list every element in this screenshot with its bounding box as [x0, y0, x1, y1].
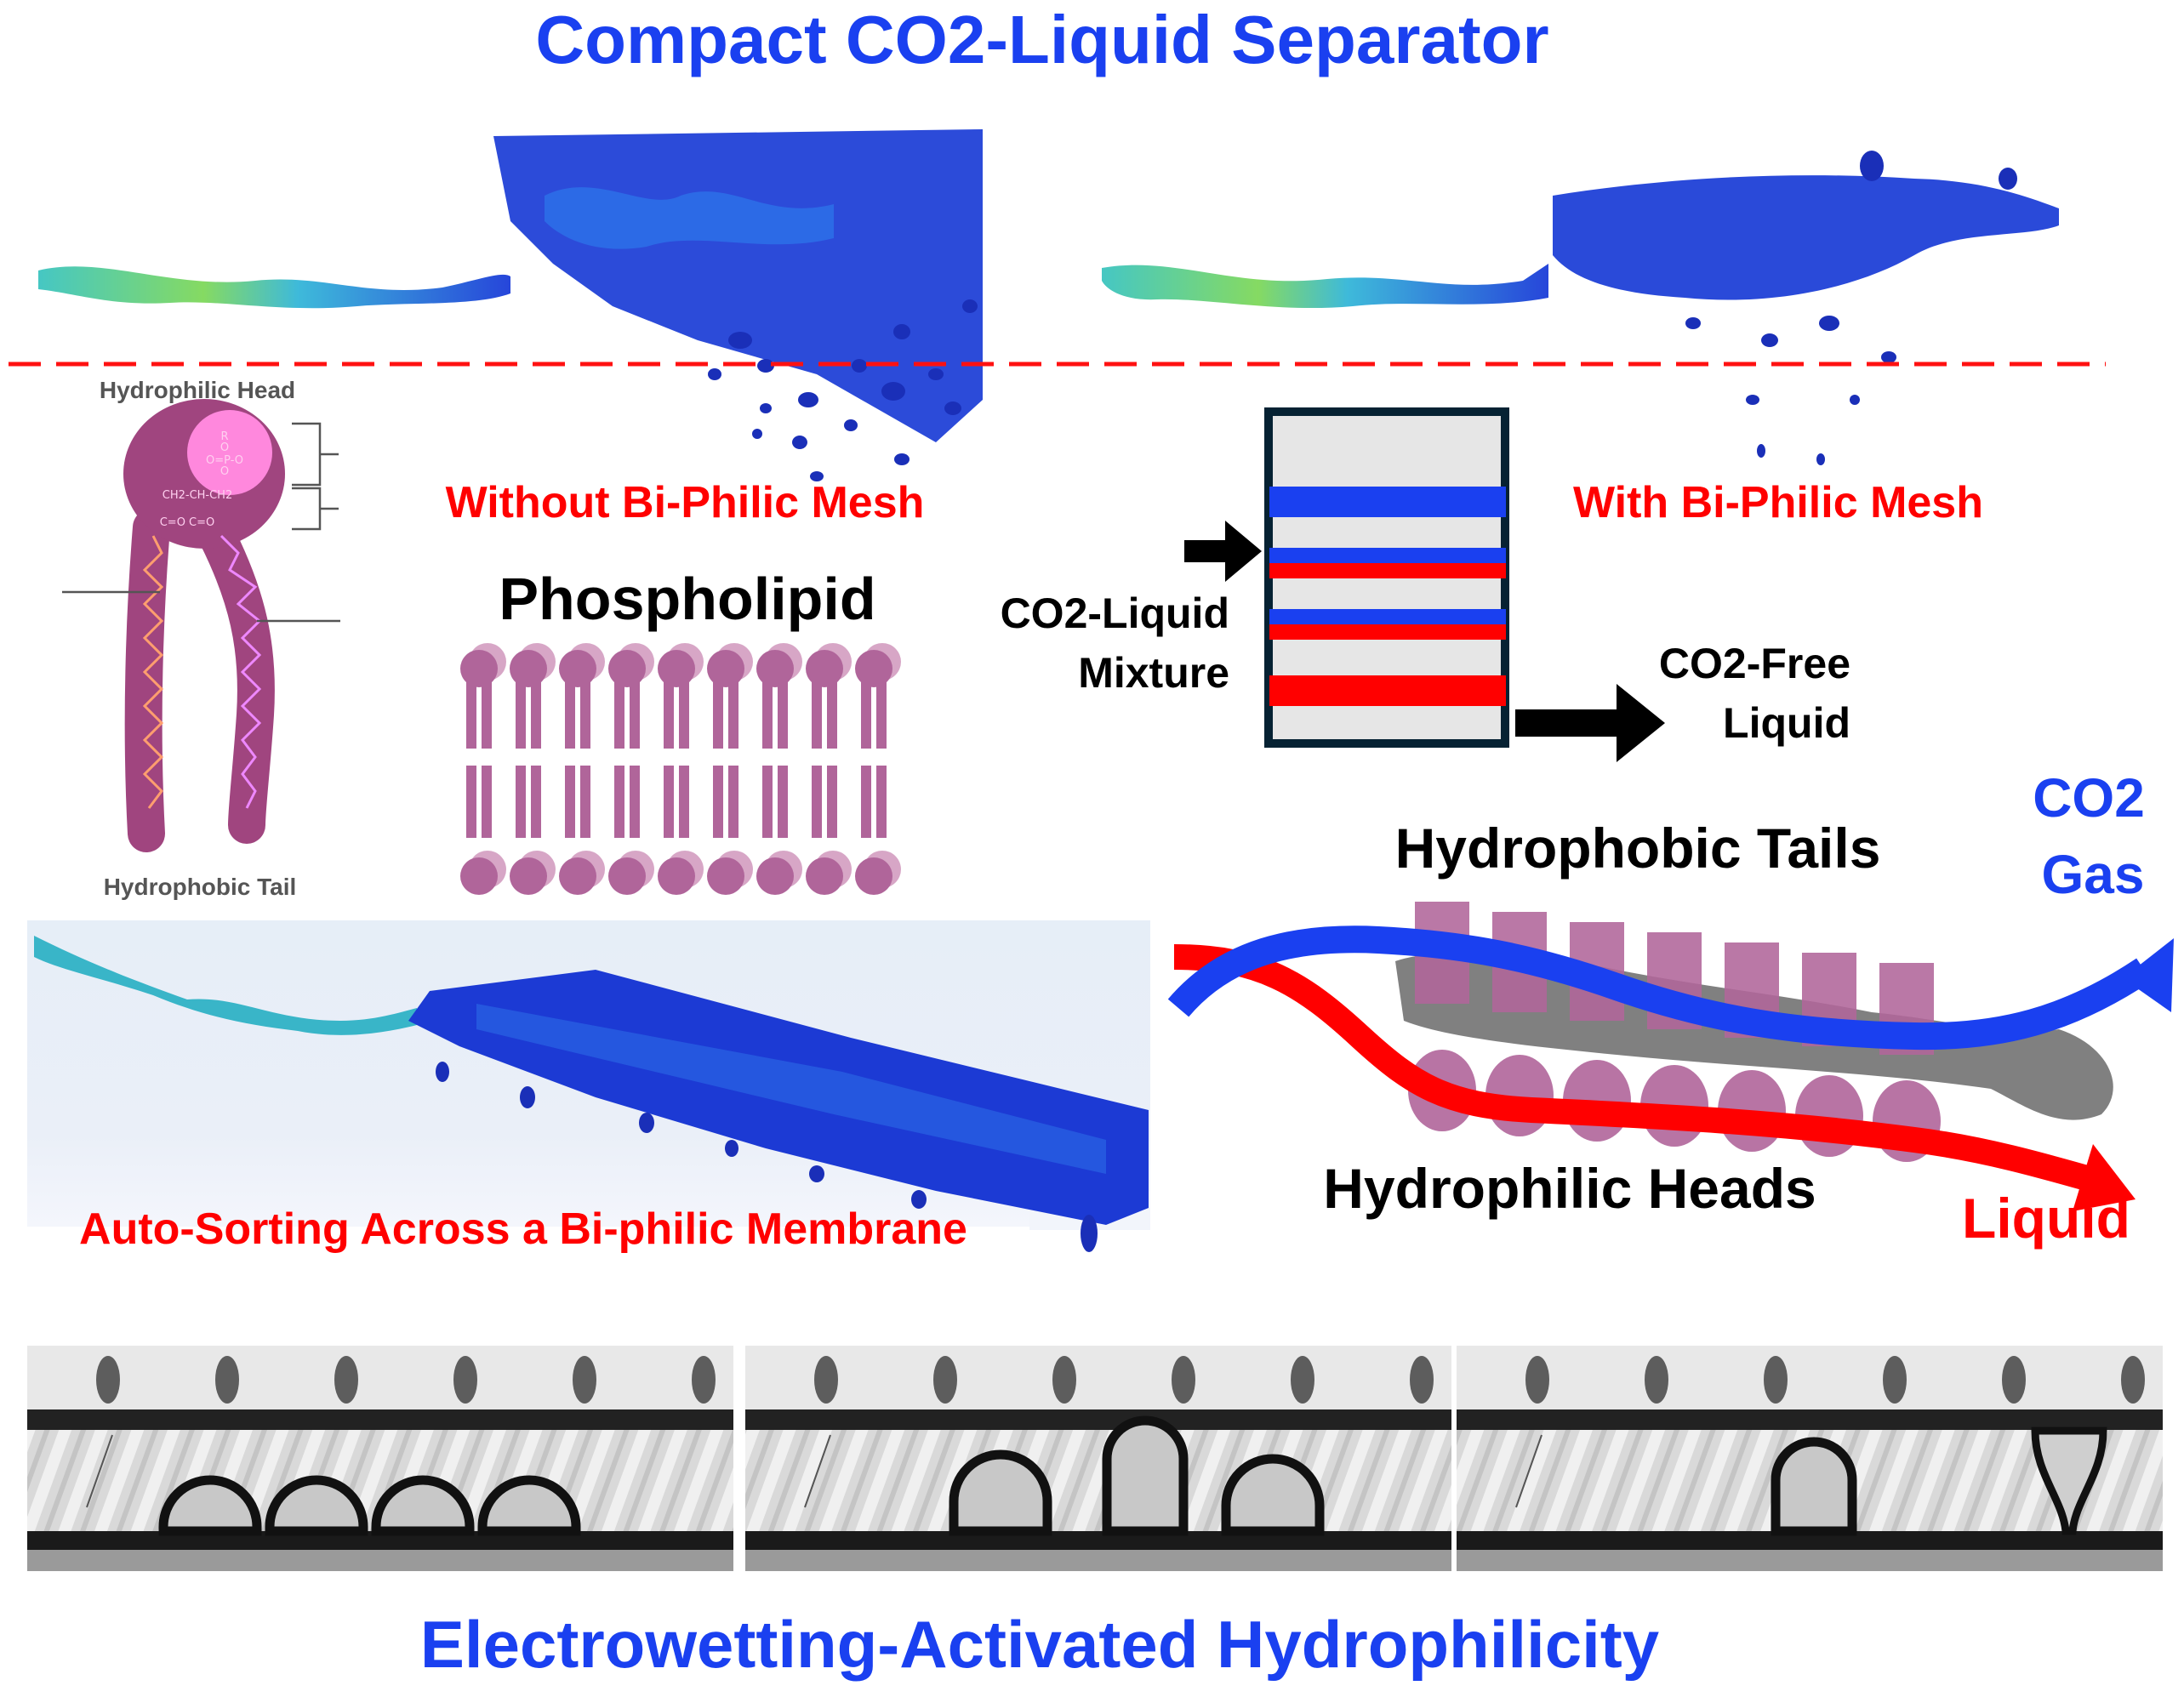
microscopy-panel — [1457, 1346, 2163, 1571]
formula-ester: C=O C=O — [160, 516, 215, 529]
mesh-layer-hydrophilic — [1269, 675, 1506, 706]
mesh-layer-biphilic-top — [1269, 609, 1506, 624]
liquid-label: Liquid — [1962, 1187, 2130, 1250]
bilayer-lipid — [510, 643, 556, 895]
bilayer-lipid — [608, 643, 654, 895]
co2-label: CO2 — [2033, 767, 2145, 829]
droplet — [265, 1475, 368, 1536]
mesh-layer-biphilic-bottom — [1269, 624, 1506, 640]
droplet-cluster — [708, 299, 978, 481]
outlet-arrow — [1515, 684, 1665, 762]
bracket-glycerol — [292, 487, 339, 531]
droplet — [477, 1475, 581, 1536]
formula-opo: O=P-O — [206, 454, 243, 467]
hydrophilic-head-label: Hydrophilic Head — [100, 377, 295, 403]
hydrophobic-tails-label: Hydrophobic Tails — [1395, 817, 1881, 880]
droplet — [1771, 1437, 1857, 1536]
phospholipid-label: Phospholipid — [499, 566, 875, 632]
mesh-layers — [1269, 487, 1506, 706]
mesh-layer-biphilic-top — [1269, 548, 1506, 563]
outlet-label-line2: Liquid — [1723, 699, 1850, 747]
formula-glycerol: CH2-CH-CH2 — [163, 489, 232, 502]
mesh-layer-biphilic-bottom — [1269, 563, 1506, 578]
bilayer-lipid — [460, 643, 506, 895]
phospholipid-molecule: Hydrophilic Head R O O=P-O O CH2-CH-CH2 … — [62, 377, 340, 900]
electrowetting-caption: Electrowetting-Activated Hydrophilicity — [420, 1607, 1659, 1682]
inlet-label-line1: CO2-Liquid — [1001, 589, 1229, 637]
figure-title: Compact CO2-Liquid Separator — [535, 2, 1548, 77]
bilayer-lipid — [756, 643, 802, 895]
formula-o1: O — [220, 441, 229, 454]
membrane-simulation — [27, 920, 1150, 1252]
microscopy-panel — [745, 1346, 1451, 1571]
bilayer-lipid — [559, 643, 605, 895]
hydrophobic-tail-label: Hydrophobic Tail — [104, 874, 297, 900]
formula-r: R — [220, 430, 228, 443]
droplet — [1102, 1415, 1189, 1536]
bilayer-lipid — [707, 643, 753, 895]
inlet-label-line2: Mixture — [1078, 649, 1229, 697]
bi-philic-flow-diagram: Hydrophobic Tails Hydrophilic Heads CO2 … — [1167, 767, 2174, 1250]
bilayer-lipid — [658, 643, 704, 895]
left-tail-chain — [142, 535, 164, 809]
outlet-label-line1: CO2-Free — [1659, 640, 1850, 687]
inlet-arrow — [1184, 521, 1262, 582]
separator-box-diagram: CO2-Liquid Mixture CO2-Free Liquid — [1001, 407, 1850, 762]
mesh-layer-hydrophobic — [1269, 487, 1506, 517]
droplet — [2031, 1427, 2107, 1535]
membrane-caption: Auto-Sorting Across a Bi-philic Membrane — [79, 1204, 967, 1254]
liquid-arrowhead — [2073, 1144, 2136, 1211]
bracket-phosphate — [292, 422, 339, 487]
microscopy-strip — [27, 1346, 2163, 1571]
bilayer-lipid — [806, 643, 852, 895]
phospholipid-bilayer — [460, 643, 901, 895]
droplet — [158, 1475, 262, 1536]
gas-flow-arrow — [1167, 925, 2152, 1051]
liquid-flow-arrow — [1173, 944, 2106, 1195]
droplet — [1221, 1454, 1325, 1536]
droplet — [371, 1475, 475, 1536]
droplet — [949, 1449, 1052, 1536]
label-with-mesh: With Bi-Philic Mesh — [1573, 478, 1983, 527]
label-without-mesh: Without Bi-Philic Mesh — [446, 478, 925, 527]
gas-arrowhead — [2123, 938, 2174, 1012]
formula-o2: O — [220, 465, 229, 478]
hydrophilic-heads-label: Hydrophilic Heads — [1323, 1157, 1816, 1220]
bilayer-lipid — [855, 643, 901, 895]
phosphate-circle — [187, 410, 272, 495]
right-tail-chain — [220, 534, 262, 809]
sim-with-mesh — [1102, 151, 2059, 465]
gas-label: Gas — [2042, 844, 2145, 905]
right-tail — [198, 517, 275, 844]
microscopy-panel — [27, 1346, 733, 1571]
